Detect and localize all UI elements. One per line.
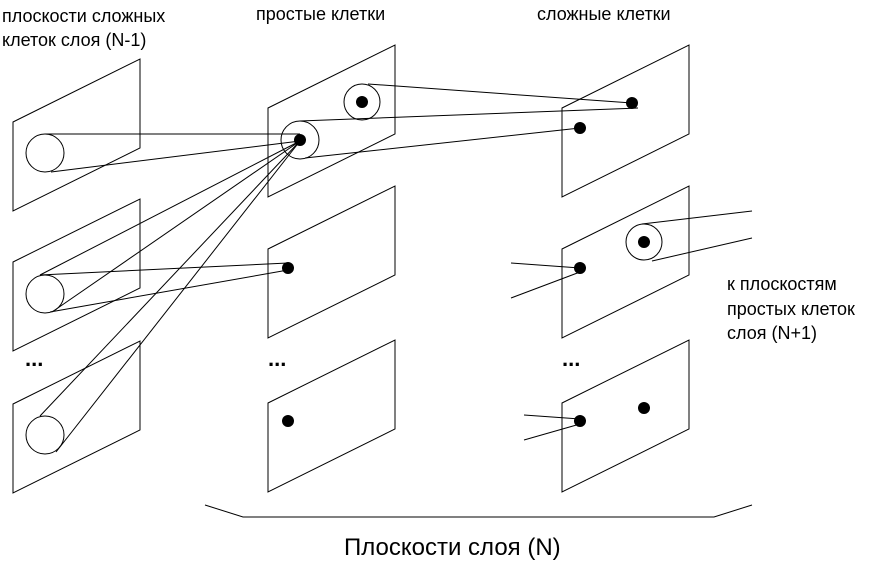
simple-cell-dot-2	[356, 96, 368, 108]
simple-plane-3	[267, 339, 396, 493]
next-layer-label-line1: к плоскостям	[727, 274, 837, 294]
complex-plane-3	[561, 339, 690, 493]
simple-cells-label: простые клетки	[256, 4, 385, 24]
complex-cell-dot-2	[574, 122, 586, 134]
layer-caption: Плоскости слоя (N)	[344, 534, 561, 561]
complex-plane-1	[561, 44, 690, 198]
complex-cells-label: сложные клетки	[537, 4, 671, 24]
prev-plane-3	[12, 340, 141, 494]
complex-cell-dot-4	[574, 262, 586, 274]
prev-layer-planes	[12, 58, 141, 494]
prev-layer-label-line2: клеток слоя (N-1)	[2, 30, 146, 50]
simple-cell-dot-1	[294, 134, 306, 146]
simple-plane-2	[267, 185, 396, 339]
ellipsis-complex: ...	[562, 346, 580, 371]
complex-cell-dot-5	[574, 415, 586, 427]
complex-cell-planes	[561, 44, 690, 493]
simple-cell-dot-4	[282, 415, 294, 427]
complex-cell-dot-1	[626, 97, 638, 109]
prev-plane-1	[12, 58, 141, 212]
next-layer-label-line3: слоя (N+1)	[727, 323, 817, 343]
prev-receptive-field-3	[25, 415, 65, 455]
complex-plane-2	[561, 185, 690, 339]
simple-cell-planes	[267, 44, 396, 493]
connection-lines	[39, 83, 753, 518]
prev-receptive-field-1	[25, 133, 65, 173]
prev-layer-label-line1: плоскости сложных	[2, 6, 165, 26]
next-layer-label-line2: простых клеток	[727, 299, 855, 319]
ellipsis-simple: ...	[268, 346, 286, 371]
simple-cell-dot-3	[282, 262, 294, 274]
complex-cell-dot-6	[638, 402, 650, 414]
simple-plane-1	[267, 44, 396, 198]
ellipsis-prev: ...	[25, 346, 43, 371]
simple-receptive-field-2	[343, 83, 381, 121]
prev-plane-2	[12, 198, 141, 352]
complex-cell-dot-3	[638, 236, 650, 248]
cell-dots	[282, 96, 650, 427]
